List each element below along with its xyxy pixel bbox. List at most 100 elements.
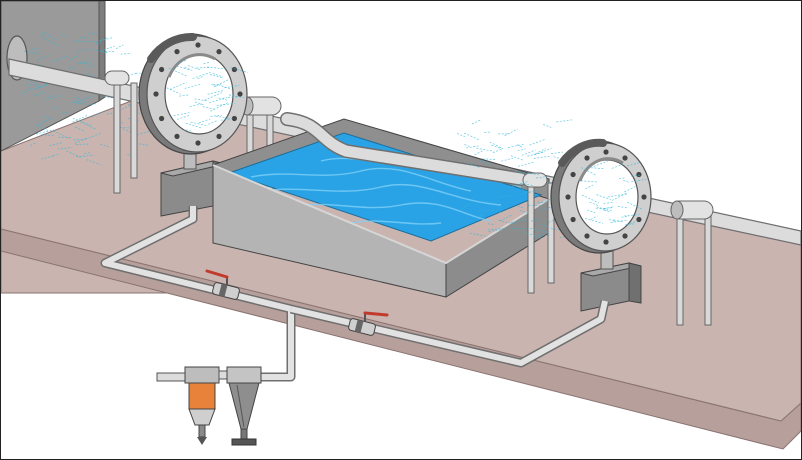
ring-bolt [231,115,237,122]
spray-streak [609,219,617,222]
spray-streak [517,205,525,209]
spray-streak [87,103,96,106]
spray-streak [207,66,225,70]
spray-streak [190,121,209,127]
spray-streak [626,220,637,226]
spray-streak [176,65,191,71]
ring-bolt [570,171,576,178]
spray-streak [169,81,187,90]
ring-bolt [195,140,201,146]
spray-streak [593,160,608,167]
pipe-dip-fill [281,113,527,185]
ring-bolt [216,133,222,139]
spray-streak [476,147,495,152]
spray-streak [49,142,62,147]
spray-streak [507,143,524,148]
supply-pipe-left [102,206,294,380]
ring-bolt [636,171,642,178]
spray-streak [52,55,69,63]
ball-valve-right[interactable] [348,311,389,336]
spray-streak [218,84,233,90]
spray-streak [518,187,533,195]
spray-streak [76,48,90,52]
spray-streak [185,122,202,129]
spray-streak [85,132,103,140]
spray-streak [74,96,81,100]
spray-streak [551,228,563,231]
spray-streak [585,218,604,224]
spray-streak [533,148,552,156]
spray-streak [36,117,53,127]
spray-streak [173,114,181,116]
spray-streak [50,94,64,100]
spray-streak [60,34,68,37]
filter-drain [198,424,206,438]
post [527,180,535,294]
water-wave [350,220,442,225]
spray-streak [91,111,104,118]
spray-streak [177,114,191,120]
ring-bolt [174,133,180,139]
spray-streak [127,118,139,122]
ring-handle [147,32,197,63]
spray-streak [211,84,219,87]
spray-streak [461,203,472,210]
spray-streak [510,155,524,161]
spray-streak [538,198,554,205]
spray-streak [498,219,514,225]
ring-bolt [622,233,628,239]
spray-streak [30,142,37,146]
spray-streak [184,84,201,89]
spray-streak [127,153,138,160]
spray-streak [463,132,480,141]
spray-streak [69,54,80,61]
spray-streak [456,133,466,138]
spray-streak [617,206,629,209]
spray-streak [41,32,48,37]
spray-streak [631,174,643,177]
spray-streak [127,73,137,77]
ring-bolt [174,49,180,55]
spray-streak [511,219,528,223]
air-spray-right-inner [580,160,647,226]
ring-bolt [636,216,642,223]
cyclone-cone [228,382,260,430]
spray-streak [530,228,550,234]
spray-streak [466,145,479,149]
spray-streak [197,75,205,80]
spray-streak [471,119,482,125]
spray-streak [43,116,53,120]
spray-streak [210,102,228,112]
spray-streak [470,232,488,237]
valve-handle[interactable] [363,311,389,317]
spray-streak [75,95,94,104]
spray-streak [464,144,471,148]
spray-streak [523,172,540,176]
spray-streak [72,114,88,123]
spray-streak [535,148,546,155]
spray-streak [35,129,55,135]
spray-streak [604,209,611,213]
spray-streak [66,150,82,159]
ball-valve-left[interactable] [205,269,240,300]
spray-streak [492,148,503,154]
spray-streak [52,154,60,156]
spray-streak [84,152,92,154]
valve-handle[interactable] [205,269,229,279]
spray-streak [535,176,548,179]
spray-streak [194,98,209,102]
spray-streak [194,101,205,106]
spray-streak [212,73,224,78]
filter-bowl [188,382,216,410]
spray-streak [179,94,189,97]
spray-streak [621,216,629,218]
supply-piping [100,206,610,382]
spray-streak [499,214,513,222]
spray-streak [483,200,497,203]
spray-streak [132,142,149,146]
spray-streak [41,37,60,47]
spray-streak [517,162,534,167]
spray-streak [631,178,647,183]
spray-streak [521,149,536,156]
ring-bolt [584,155,590,161]
